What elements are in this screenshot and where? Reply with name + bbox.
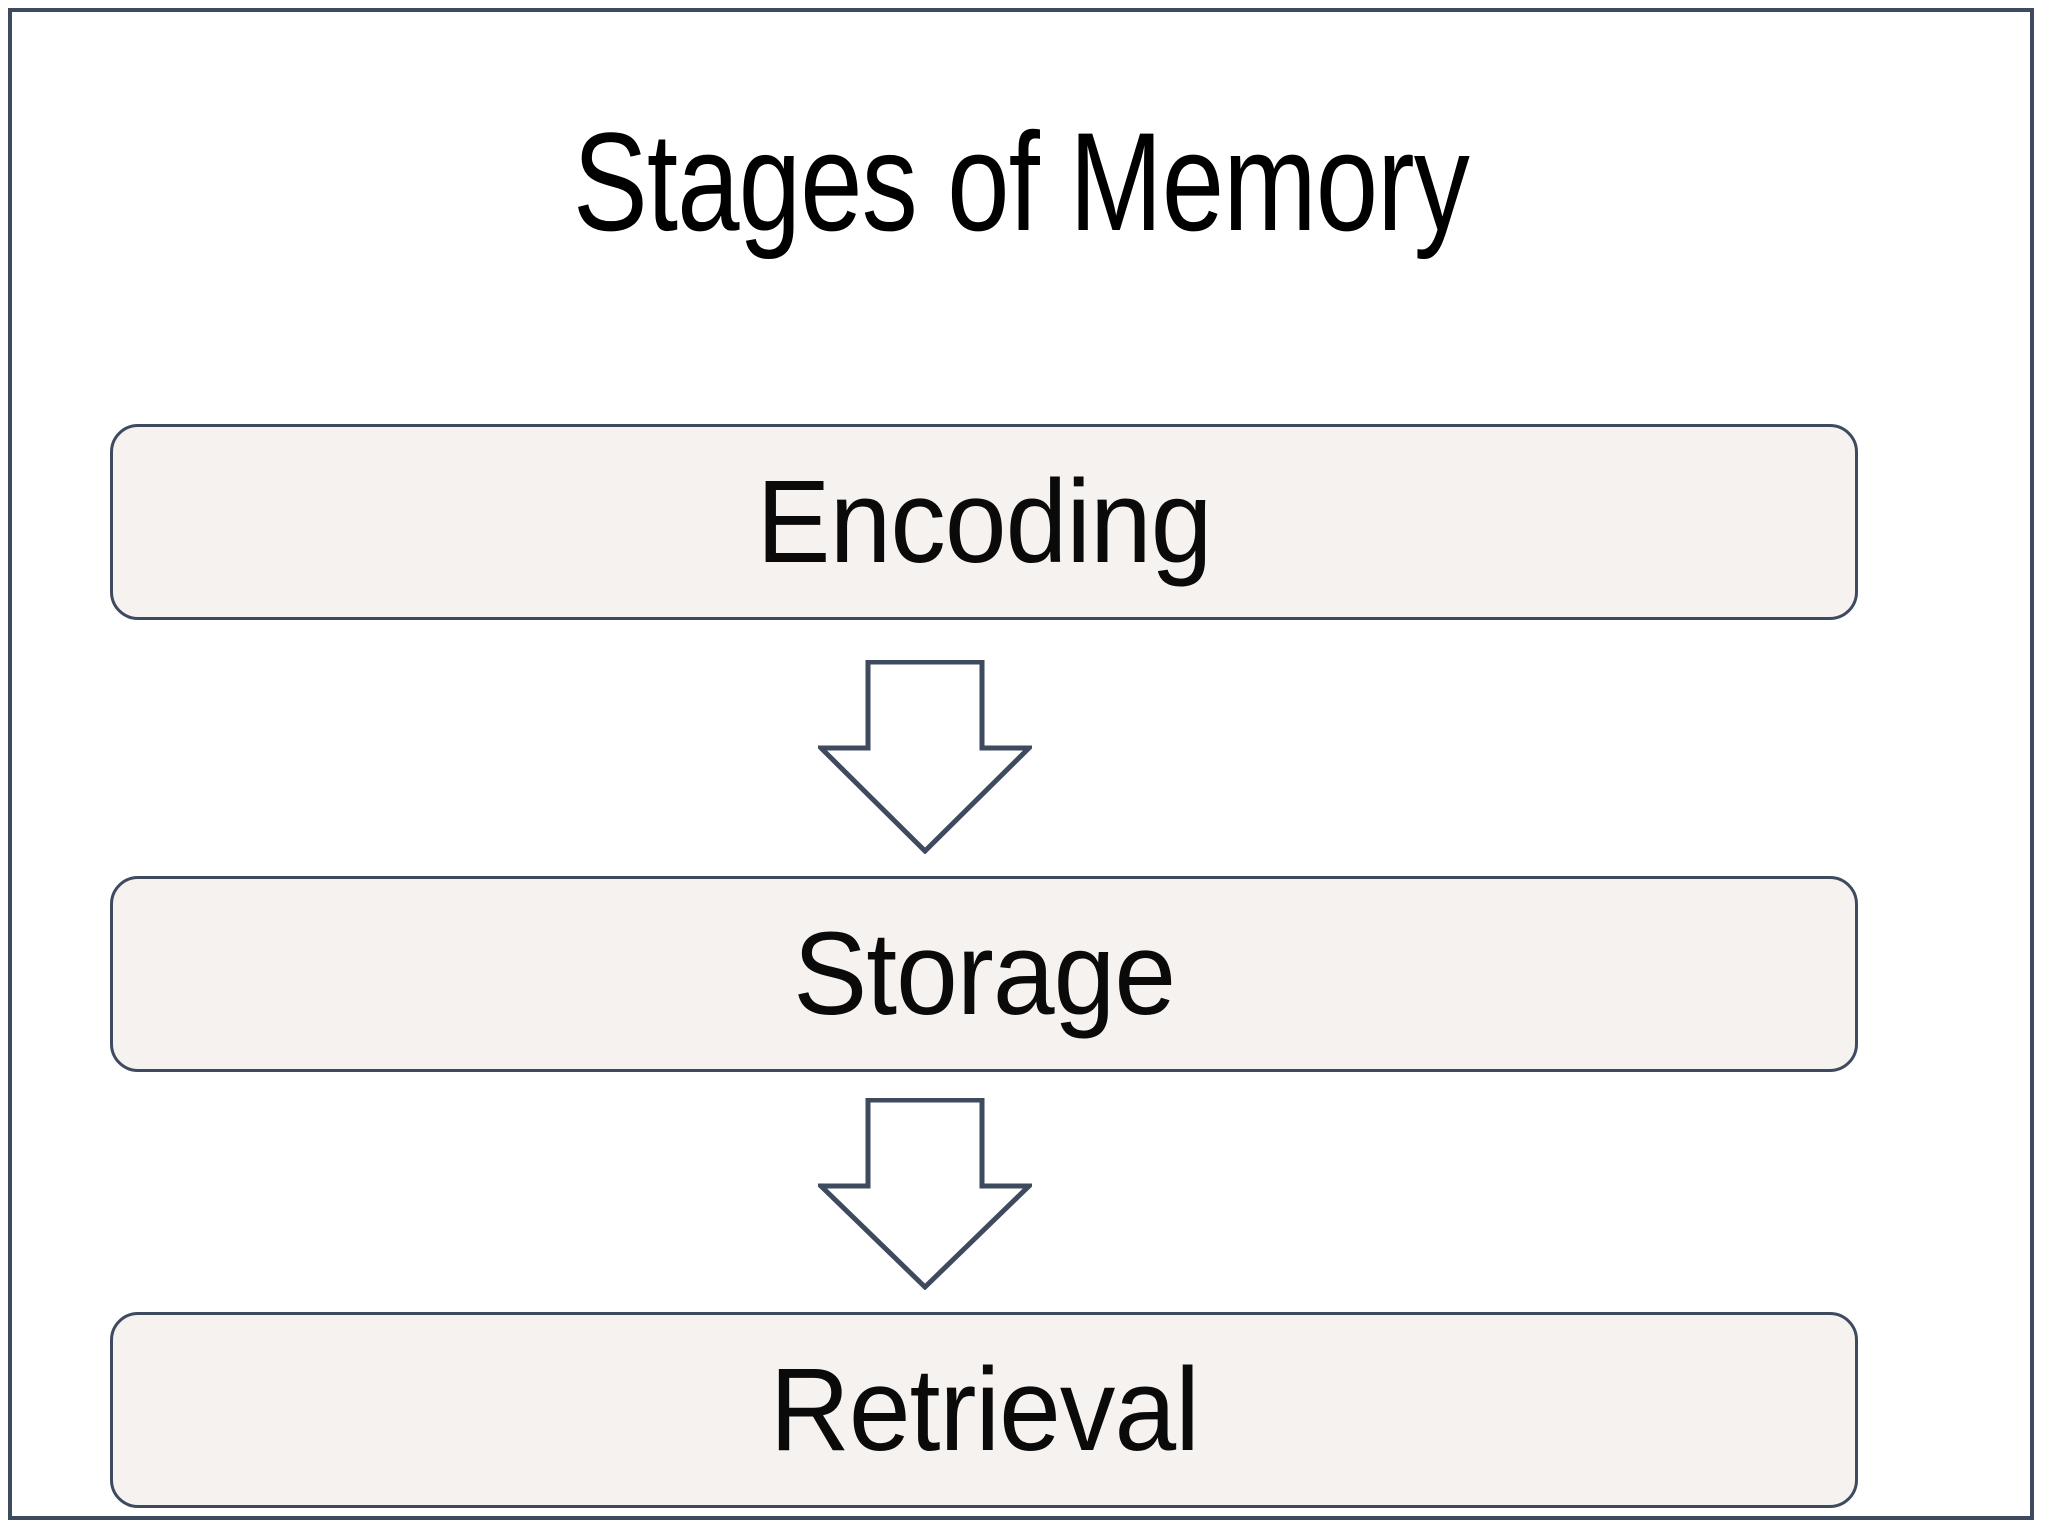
page-title: Stages of Memory bbox=[573, 103, 1470, 260]
stage-label-storage: Storage bbox=[793, 908, 1176, 1040]
stage-label-encoding: Encoding bbox=[756, 456, 1212, 588]
stage-box-storage[interactable]: Storage bbox=[110, 876, 1858, 1072]
down-arrow-icon bbox=[818, 660, 1032, 854]
arrow-encoding-to-storage-icon bbox=[818, 660, 1032, 854]
down-arrow-icon bbox=[818, 1098, 1032, 1290]
slide-frame: Stages of Memory Encoding Storage Retrie… bbox=[8, 8, 2034, 1520]
stage-label-retrieval: Retrieval bbox=[769, 1344, 1199, 1476]
stage-box-encoding[interactable]: Encoding bbox=[110, 424, 1858, 620]
arrow-storage-to-retrieval-icon bbox=[818, 1098, 1032, 1290]
stage-box-retrieval[interactable]: Retrieval bbox=[110, 1312, 1858, 1508]
